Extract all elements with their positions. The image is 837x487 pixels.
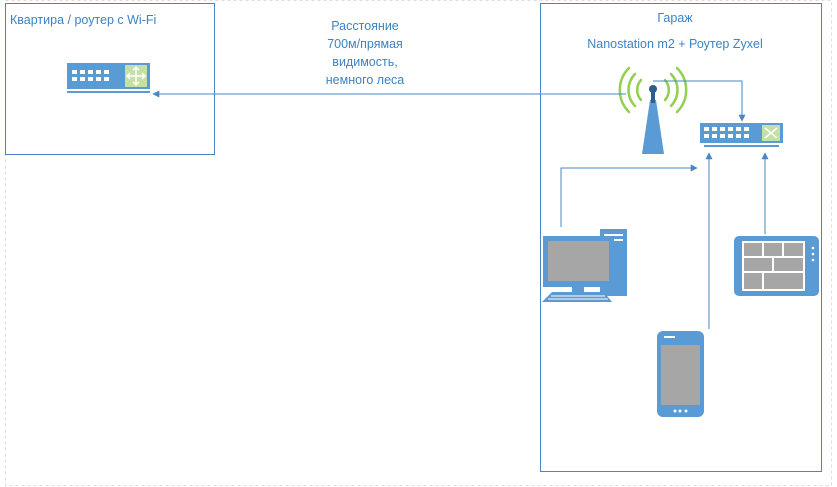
antenna-icon [618,66,688,154]
smartphone-icon [657,331,704,417]
link-description-line: 700м/прямая [327,37,403,51]
desktop-computer-icon [542,229,627,302]
antenna-to-router-connector [653,80,746,122]
garage-title: Гараж [657,11,693,25]
link-description-line: видимость, [332,55,398,69]
desktop-to-router-connector [560,164,698,227]
link-description-line: немного леса [325,73,405,87]
apartment-router-icon [67,63,150,93]
garage-router-icon [700,123,783,147]
canvas-border [5,0,832,486]
garage-subtitle: Nanostation m2 + Роутер Zyxel [587,37,763,51]
link-description-line: Расстояние [331,19,399,33]
link-description: Расстояние 700м/прямая видимость, немног… [290,17,440,89]
apartment-title: Квартира / роутер с Wi-Fi [10,13,157,27]
tablet-icon [734,236,819,296]
